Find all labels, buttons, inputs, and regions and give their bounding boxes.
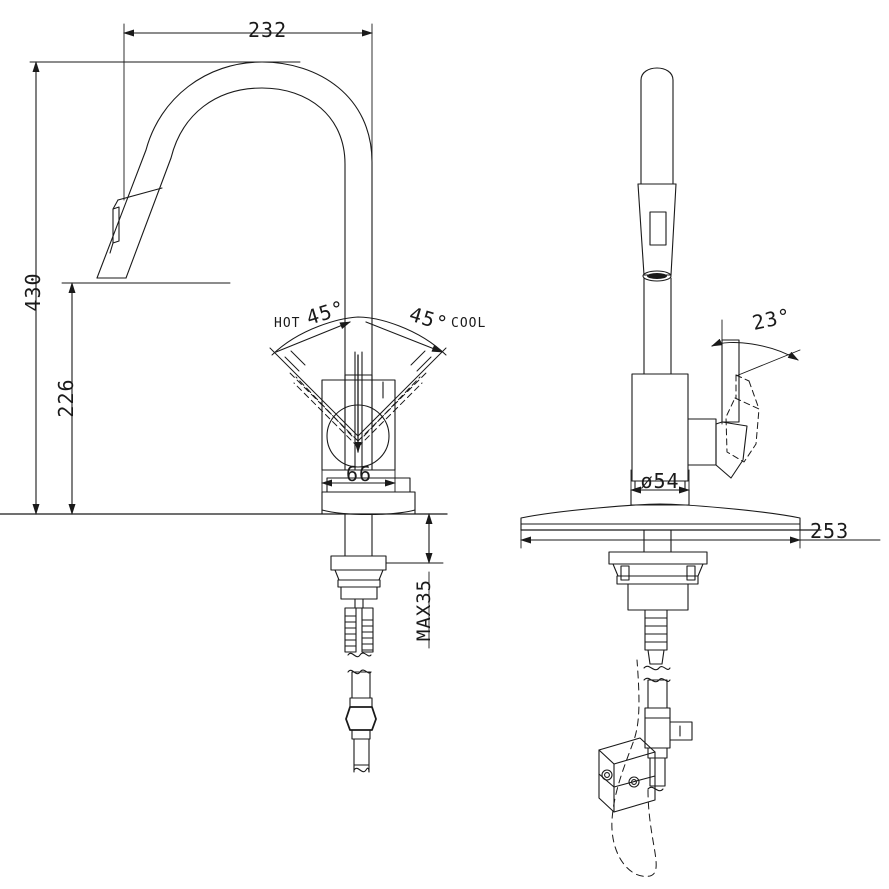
dimension-226 [29,282,231,515]
lever-angle-label: 23° [750,303,793,335]
dimension-d54 [630,469,690,501]
dimension-label-253: 253 [810,519,849,543]
dimension-label-max35: MAX35 [413,579,435,641]
dimension-253 [520,529,881,549]
hot-angle-label: 45° [303,295,347,329]
cool-label: COOL [451,316,486,331]
swivel-angle-annotation [269,316,447,448]
dimension-max35 [385,513,444,649]
escutcheon-plate [520,503,801,531]
dimension-430 [29,61,301,515]
dimension-label-d54: ø54 [640,469,679,493]
body-block [631,339,760,482]
front-elevation-view [0,23,448,773]
lever-angle-annotation [711,319,801,425]
gooseneck-spout [96,61,373,371]
dimension-66 [321,467,396,493]
mounting-shank [330,513,387,773]
dimension-label-226: 226 [54,378,78,417]
dimension-label-66: 66 [346,462,372,486]
spray-head [637,67,677,282]
dimension-232 [123,23,373,369]
mounting-assembly-right [598,529,708,877]
side-elevation-view [520,67,881,877]
neck-column [643,277,672,375]
valve-body [321,351,396,471]
hot-label: HOT [274,316,300,331]
cool-angle-label: 45° [407,302,451,336]
dimension-label-232: 232 [248,18,287,42]
dimension-label-430: 430 [21,272,45,311]
